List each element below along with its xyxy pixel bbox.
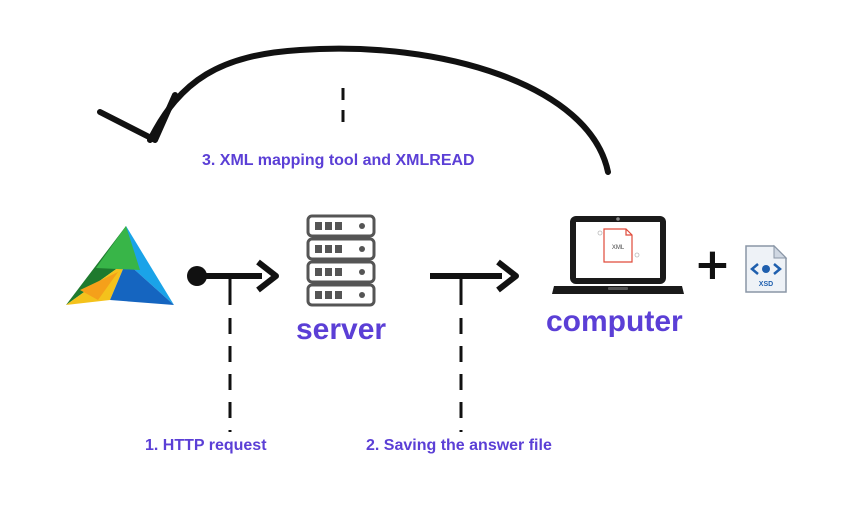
- step3-label: 3. XML mapping tool and XMLREAD: [202, 152, 475, 169]
- computer-label: computer: [546, 305, 683, 338]
- server-label: server: [296, 313, 387, 346]
- xsd-file-icon: XSD: [745, 244, 788, 293]
- xml-file-icon: XML: [597, 228, 640, 263]
- xsd-file-label: XSD: [759, 281, 773, 288]
- server-rack-icon: [306, 214, 376, 307]
- step1-label: 1. HTTP request: [145, 437, 267, 454]
- step2-label: 2. Saving the answer file: [366, 437, 552, 454]
- saving-answer-arrow: [430, 259, 519, 293]
- plus-sign: +: [694, 239, 731, 290]
- curved-return-arrow: [97, 45, 611, 175]
- triangle-logo-icon: [66, 226, 174, 305]
- xml-file-label: XML: [612, 245, 625, 251]
